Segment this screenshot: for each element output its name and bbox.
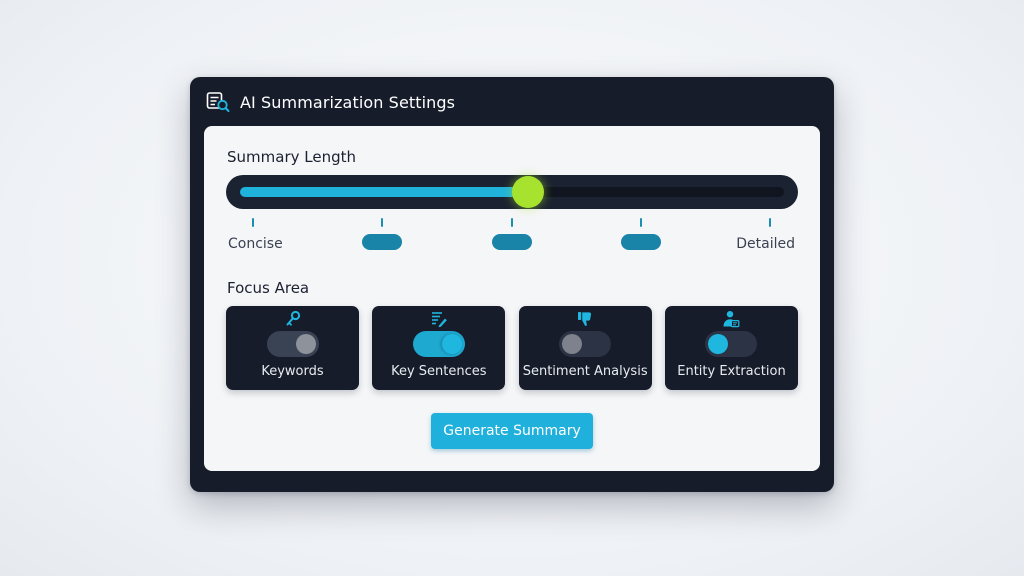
settings-panel: Summary Length Concise Detailed Focus Ar… [204,126,820,471]
toggle-knob [708,334,729,354]
toggle-knob [295,334,316,354]
document-search-icon [206,92,230,112]
summary-length-heading: Summary Length [227,148,356,166]
slider-tick [769,218,771,227]
focus-card-label: Keywords [261,364,324,379]
key-sentences-toggle[interactable] [412,331,465,357]
slider-step-marker[interactable] [620,234,661,250]
focus-card-sentiment-analysis[interactable]: Sentiment Analysis [518,306,652,390]
slider-step-marker[interactable] [362,234,403,250]
focus-area-options: Keywords Key Sentences [226,306,798,390]
focus-card-keywords[interactable]: Keywords [226,306,359,390]
thumbs-down-icon [578,312,592,327]
focus-card-label: Sentiment Analysis [522,364,648,379]
focus-card-label: Entity Extraction [677,364,786,379]
slider-tick [510,218,513,227]
toggle-knob [441,334,462,354]
slider-min-label: Concise [228,236,283,252]
generate-summary-button[interactable]: Generate Summary [431,413,593,449]
slider-fill [240,187,529,197]
slider-tick [639,218,642,227]
key-icon [286,310,300,326]
slider-thumb[interactable] [512,176,545,208]
slider-tick [381,218,384,227]
focus-card-label: Key Sentences [391,364,487,379]
entity-extraction-toggle[interactable] [705,331,758,357]
window-title: AI Summarization Settings [240,92,456,112]
settings-window: AI Summarization Settings Summary Length… [190,77,834,492]
title-bar: AI Summarization Settings [206,91,455,113]
focus-card-key-sentences[interactable]: Key Sentences [372,306,506,390]
slider-remaining-track [528,187,784,197]
keywords-toggle[interactable] [266,331,319,357]
summary-length-slider[interactable] [226,175,798,209]
slider-step-marker[interactable] [491,234,532,250]
slider-tick [252,218,254,227]
user-id-icon [723,311,740,328]
slider-max-label: Detailed [736,236,795,252]
focus-card-entity-extraction[interactable]: Entity Extraction [664,306,798,390]
toggle-knob [562,334,583,354]
document-edit-icon [431,312,447,328]
sentiment-analysis-toggle[interactable] [559,331,612,357]
focus-area-heading: Focus Area [227,279,310,297]
